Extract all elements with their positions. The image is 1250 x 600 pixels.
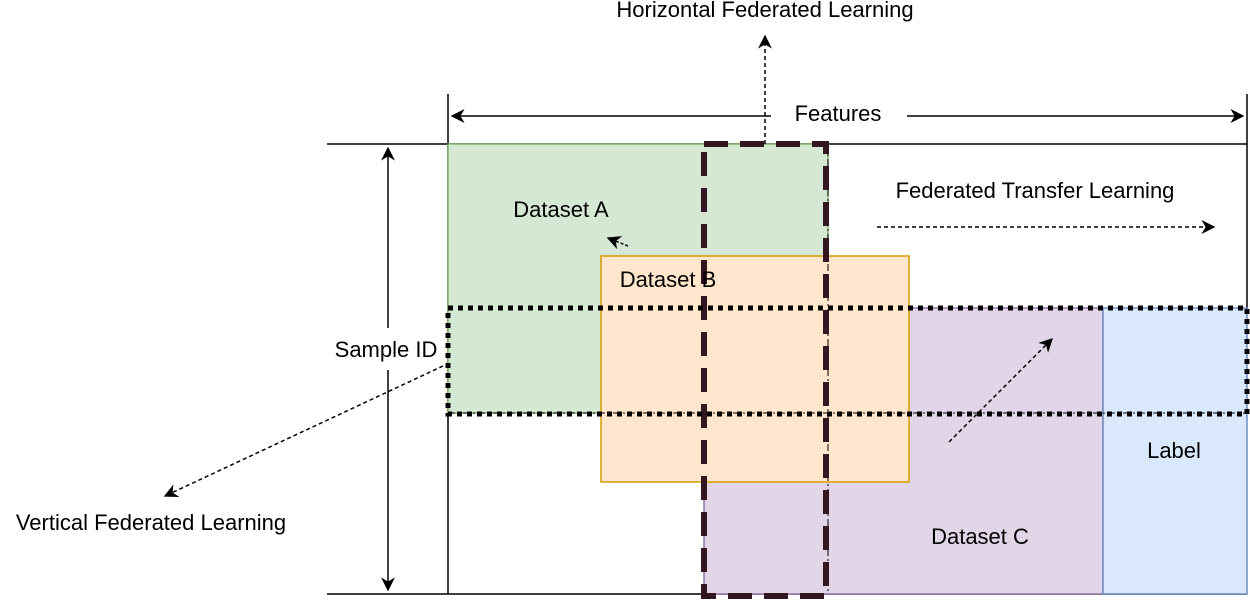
transfer-fl-label: Federated Transfer Learning <box>896 178 1175 203</box>
dataset-b-to-a-arrow <box>606 236 629 250</box>
vertical-fl-arrow <box>163 365 444 498</box>
sample-id-label: Sample ID <box>335 337 438 362</box>
dataset-b-box <box>600 255 910 483</box>
horizontal-fl-title: Horizontal Federated Learning <box>616 0 913 22</box>
dataset-c-label: Dataset C <box>931 524 1029 549</box>
vertical-fl-region <box>701 141 829 599</box>
vertical-fl-title: Vertical Federated Learning <box>16 510 286 535</box>
features-label: Features <box>795 101 882 126</box>
dataset-b-label: Dataset B <box>620 267 717 292</box>
horizontal-fl-region <box>445 305 1250 417</box>
label-text: Label <box>1147 438 1201 463</box>
dataset-a-label: Dataset A <box>513 197 609 222</box>
label-box <box>1102 307 1248 595</box>
dataset-c-diagonal-arrow <box>948 338 1053 443</box>
